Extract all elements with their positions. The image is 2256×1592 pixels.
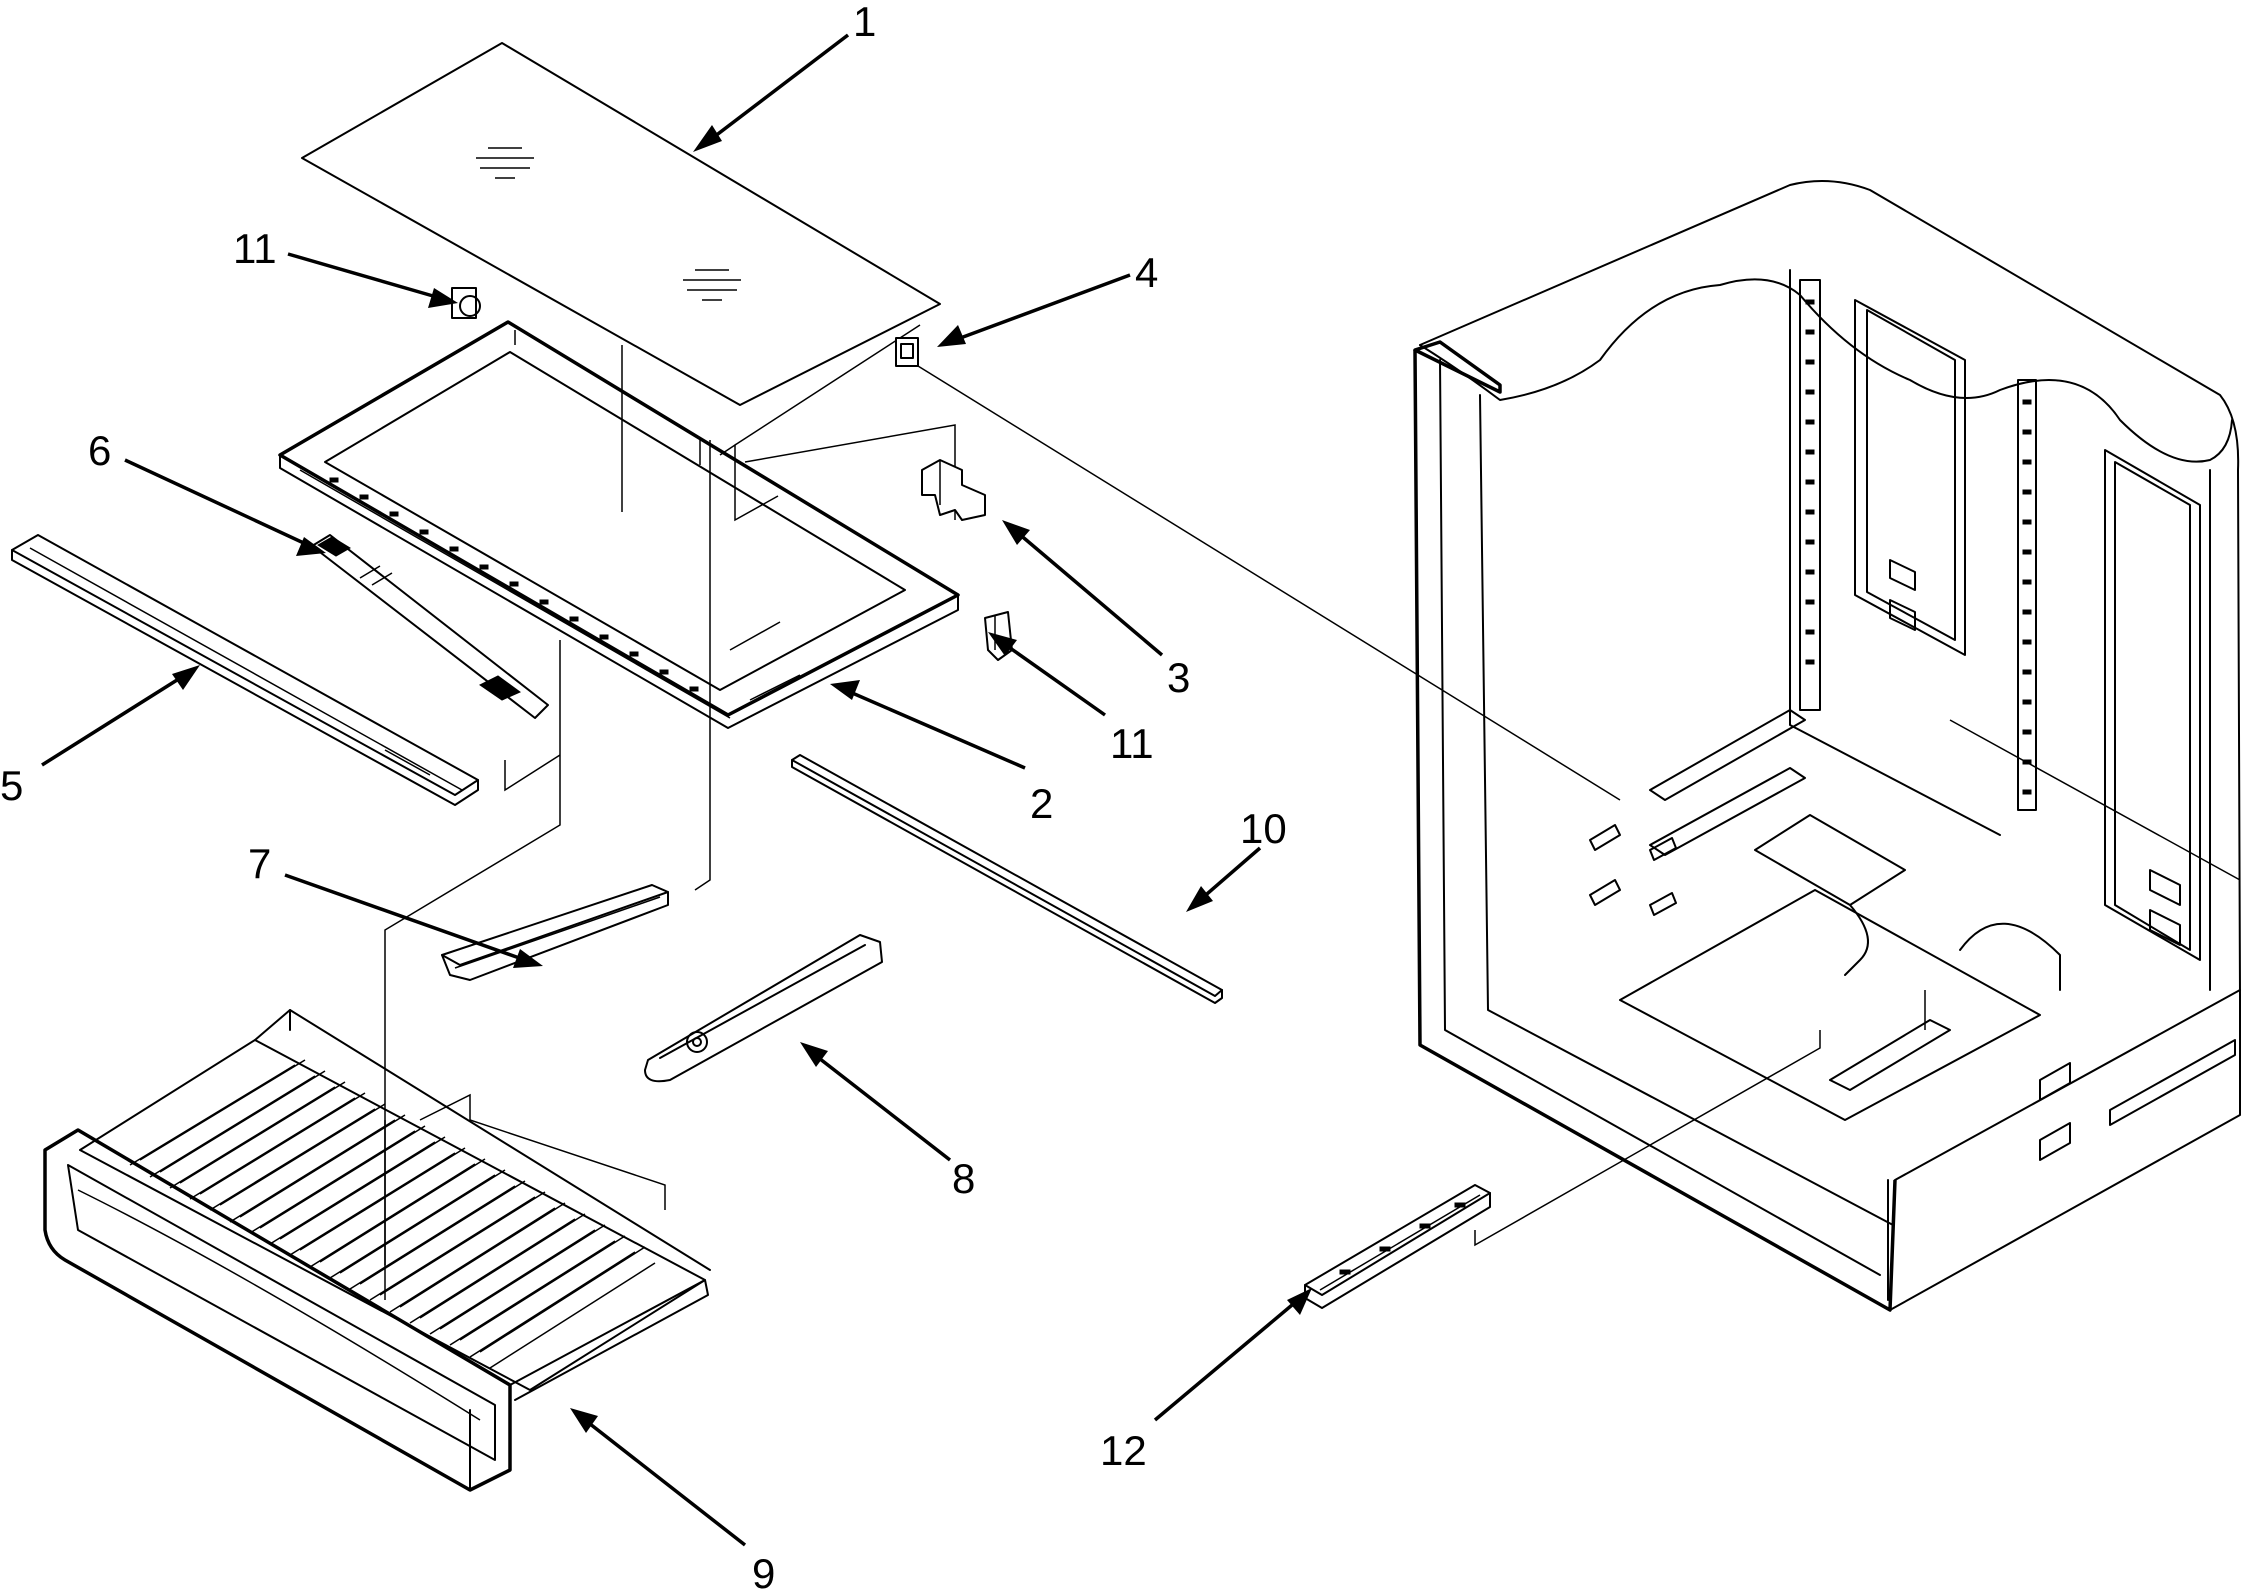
callout-11-lower: 11 bbox=[1110, 720, 1154, 767]
part-4-clip bbox=[895, 337, 1621, 801]
part-10-rail bbox=[791, 754, 1223, 1004]
refrigerator-liner bbox=[1413, 180, 2241, 1312]
callout-8: 8 bbox=[952, 1155, 975, 1202]
part-1-glass-shelf bbox=[301, 42, 941, 512]
callout-5: 5 bbox=[0, 762, 23, 809]
part-12-bottom-clip bbox=[1304, 1030, 1821, 1309]
callout-12: 12 bbox=[1100, 1427, 1147, 1474]
callout-7: 7 bbox=[248, 840, 271, 887]
callout-9: 9 bbox=[752, 1550, 775, 1592]
part-6-clip-strip bbox=[311, 534, 561, 792]
part-3-bracket bbox=[921, 459, 986, 521]
callout-2: 2 bbox=[1030, 780, 1053, 827]
leader-arrows bbox=[41, 33, 1312, 1547]
part-5-front-trim bbox=[11, 534, 479, 806]
callout-3: 3 bbox=[1167, 654, 1190, 701]
callout-6: 6 bbox=[88, 427, 111, 474]
part-2-shelf-frame bbox=[278, 320, 960, 891]
callout-4: 4 bbox=[1135, 249, 1158, 296]
callout-11-upper: 11 bbox=[233, 225, 277, 272]
callout-labels: 1 2 3 4 5 6 7 8 9 10 11 11 12 bbox=[0, 0, 1287, 1592]
callout-1: 1 bbox=[853, 0, 876, 45]
part-8-slide-arm bbox=[419, 934, 883, 1210]
callout-10: 10 bbox=[1240, 805, 1287, 852]
part-9-crisper-drawer bbox=[43, 1009, 711, 1492]
part-7-rail bbox=[384, 640, 669, 1300]
